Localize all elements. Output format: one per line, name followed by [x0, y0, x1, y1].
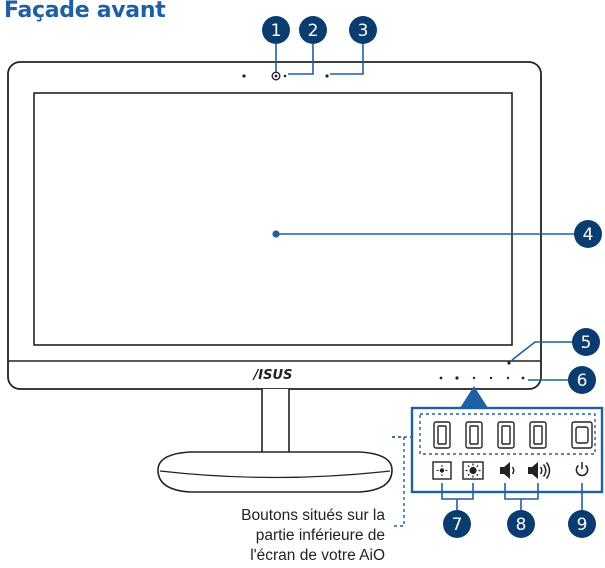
microphone-left — [242, 74, 246, 78]
bezel-button-markings — [439, 376, 525, 380]
brightness-high-icon — [462, 461, 484, 480]
callout-pointer — [460, 386, 488, 408]
svg-text:8: 8 — [516, 515, 527, 535]
svg-text:1: 1 — [271, 21, 282, 41]
caption-line-1: Boutons situés sur la — [241, 507, 385, 524]
callout-badge-7: 7 — [443, 510, 471, 538]
volume-down-icon — [500, 462, 515, 479]
callout-badge-6: 6 — [568, 366, 596, 394]
page-title: Façade avant — [4, 0, 166, 23]
asus-logo: /ISUS — [252, 368, 293, 383]
volume-up-icon — [528, 462, 551, 479]
callout-badge-9: 9 — [568, 510, 596, 538]
caption-connector — [392, 436, 405, 527]
svg-text:7: 7 — [452, 515, 463, 535]
card-reader-led — [507, 361, 511, 365]
callout-badge-4: 4 — [574, 220, 602, 248]
buttons-caption: Boutons situés sur la partie inférieure … — [175, 506, 385, 566]
monitor-screen — [33, 92, 513, 346]
callout-badge-8: 8 — [507, 510, 535, 538]
brightness-low-icon — [432, 461, 452, 480]
svg-text:5: 5 — [581, 333, 592, 353]
stand-base — [157, 451, 393, 493]
callout-badge-5: 5 — [572, 328, 600, 356]
webcam-lens — [274, 74, 278, 78]
stand-base-edge — [159, 470, 391, 479]
leader-dots — [272, 230, 280, 238]
callout-badge-1: 1 — [262, 16, 290, 44]
physical-buttons — [433, 421, 593, 449]
svg-text:6: 6 — [577, 371, 588, 391]
power-icon — [575, 462, 589, 477]
svg-text:9: 9 — [577, 515, 588, 535]
group-brackets — [441, 483, 583, 510]
svg-text:4: 4 — [583, 225, 594, 245]
microphone-right — [325, 74, 329, 78]
leader-lines — [275, 44, 576, 381]
svg-text:3: 3 — [358, 21, 369, 41]
callout-badge-3: 3 — [349, 16, 377, 44]
callout-badge-2: 2 — [299, 16, 327, 44]
stand-neck — [261, 389, 290, 455]
webcam-led — [283, 74, 287, 78]
button-panel-dashed — [419, 413, 596, 455]
svg-text:2: 2 — [308, 21, 319, 41]
caption-line-3: l'écran de votre AiO — [250, 547, 385, 564]
caption-line-2: partie inférieure de — [255, 527, 385, 544]
